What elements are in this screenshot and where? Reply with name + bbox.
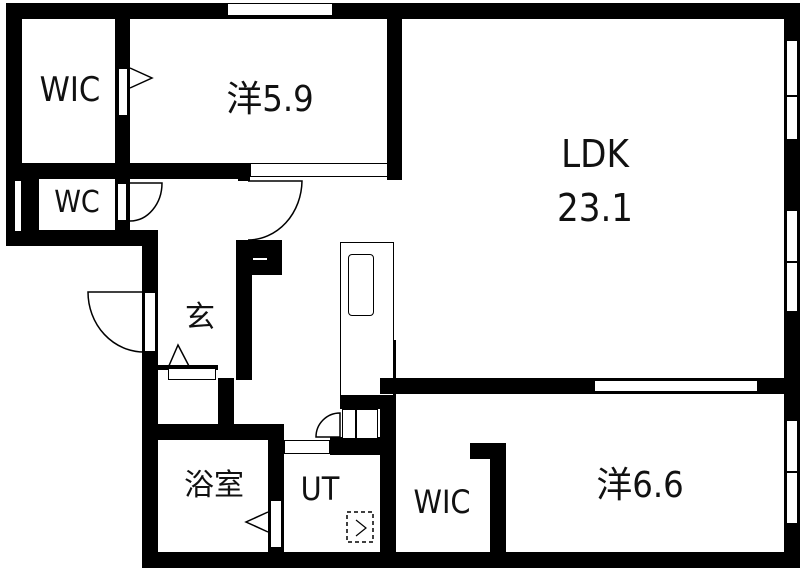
room-label-ut: UT bbox=[300, 470, 340, 508]
wall-storage-right bbox=[218, 378, 234, 434]
wall-entrance-step bbox=[158, 365, 218, 370]
wall-counter-bottom bbox=[340, 395, 396, 409]
room-label-ldk-area: 23.1 bbox=[556, 186, 634, 230]
wall-top bbox=[6, 3, 800, 19]
room-label-western66: 洋6.6 bbox=[596, 465, 684, 506]
door-marker-bath bbox=[244, 511, 269, 533]
wall-western59-right bbox=[387, 3, 402, 180]
door-marker-wic bbox=[129, 67, 154, 89]
door-swing-front bbox=[87, 291, 145, 353]
room-label-wic-se: WIC bbox=[413, 483, 471, 521]
window-ut-top bbox=[284, 440, 330, 454]
room-label-entrance: 玄 bbox=[185, 300, 215, 335]
door-bath[interactable] bbox=[270, 500, 282, 548]
window-wc bbox=[14, 180, 22, 232]
shoe-slot bbox=[252, 257, 268, 261]
wall-western59-bottom bbox=[6, 163, 250, 179]
room-label-western59: 洋5.9 bbox=[226, 79, 314, 120]
kitchen-sink bbox=[348, 254, 374, 316]
wall-bath-top bbox=[142, 424, 284, 440]
wall-wic-se-top bbox=[470, 443, 506, 459]
door-wic-nw[interactable] bbox=[118, 68, 128, 116]
window-right-2 bbox=[786, 96, 798, 140]
step-marker bbox=[167, 343, 191, 369]
door-swing-wc bbox=[129, 182, 163, 222]
wall-wc-bottom bbox=[6, 230, 158, 246]
wall-bottom bbox=[142, 552, 800, 568]
step-entrance bbox=[168, 368, 216, 380]
window-right-3 bbox=[786, 210, 798, 262]
closet-western59 bbox=[250, 163, 388, 177]
door-wc[interactable] bbox=[117, 183, 127, 221]
window-top bbox=[227, 3, 333, 16]
closet-ut-2 bbox=[356, 409, 378, 439]
window-right-1 bbox=[786, 40, 798, 96]
wall-wic-se-vert bbox=[490, 443, 506, 558]
door-swing-ldk bbox=[247, 180, 303, 241]
wall-western59-seg bbox=[238, 163, 250, 181]
closet-ut-1 bbox=[342, 409, 356, 439]
washer-space bbox=[346, 511, 374, 543]
room-label-wic-nw: WIC bbox=[39, 70, 101, 110]
closet-western66 bbox=[594, 380, 758, 392]
window-right-5 bbox=[786, 420, 798, 472]
room-label-bath: 浴室 bbox=[184, 468, 244, 503]
room-label-wc: WC bbox=[54, 185, 100, 220]
window-right-6 bbox=[786, 472, 798, 524]
wall-entrance-right bbox=[236, 240, 252, 380]
wall-wc-left bbox=[22, 178, 39, 233]
door-swing-ut bbox=[315, 412, 341, 438]
wall-ut-top bbox=[330, 437, 396, 455]
room-label-ldk: LDK bbox=[561, 132, 629, 176]
window-right-4 bbox=[786, 262, 798, 312]
door-front[interactable] bbox=[144, 292, 156, 352]
